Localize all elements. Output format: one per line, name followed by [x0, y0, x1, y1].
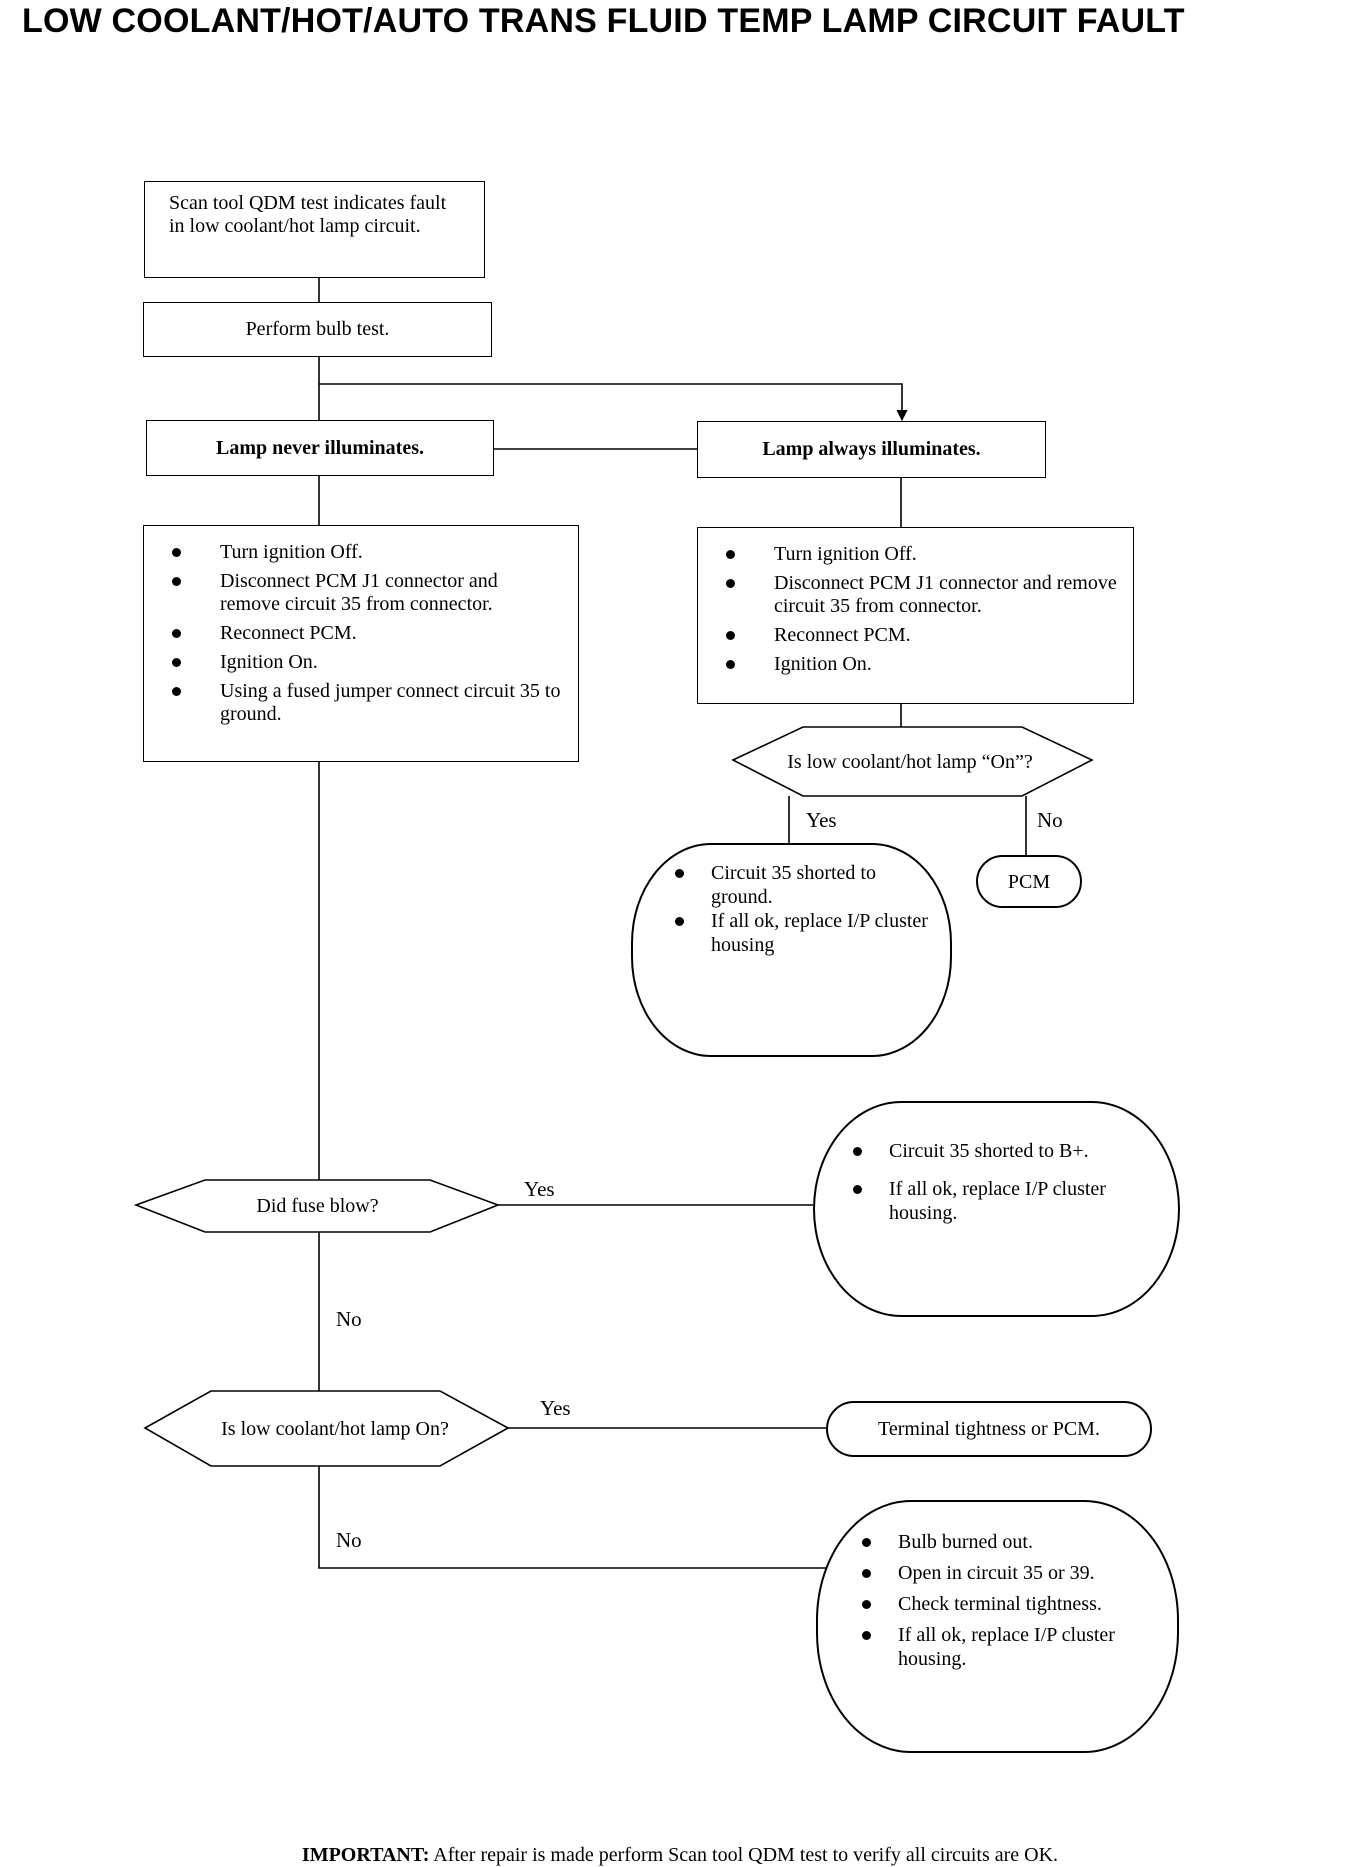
important-label: IMPORTANT:	[301, 1844, 430, 1866]
never-steps-list: Turn ignition Off. Disconnect PCM J1 con…	[144, 541, 562, 726]
important-text: After repair is made perform Scan tool Q…	[433, 1844, 1059, 1866]
never-step: Turn ignition Off.	[144, 541, 562, 564]
result-bulb-burned-out: Bulb burned out. Open in circuit 35 or 3…	[816, 1500, 1179, 1753]
bulb-test-text: Perform bulb test.	[245, 318, 390, 340]
result-terminal-tightness: Terminal tightness or PCM.	[826, 1401, 1152, 1457]
result-item: Bulb burned out.	[858, 1530, 1159, 1554]
always-illuminates-text: Lamp always illuminates.	[762, 438, 981, 460]
never-step: Using a fused jumper connect circuit 35 …	[144, 680, 562, 726]
result-pcm: PCM	[976, 855, 1082, 908]
never-steps-box: Turn ignition Off. Disconnect PCM J1 con…	[143, 525, 579, 762]
never-step: Reconnect PCM.	[144, 622, 562, 645]
decision-lamp-on-shape	[143, 1390, 510, 1467]
connector-lamp-no	[318, 1466, 836, 1569]
never-illuminates-box: Lamp never illuminates.	[146, 420, 494, 476]
result-item: Circuit 35 shorted to B+.	[849, 1139, 1158, 1163]
important-note: IMPORTANT: After repair is made perform …	[0, 1844, 1360, 1867]
never-step: Ignition On.	[144, 651, 562, 674]
result-item: Open in circuit 35 or 39.	[858, 1561, 1159, 1585]
result-item: If all ok, replace I/P cluster housing.	[849, 1177, 1159, 1225]
result-item: Circuit 35 shorted to ground.	[671, 861, 891, 909]
never-step: Disconnect PCM J1 connector and remove c…	[144, 570, 562, 616]
decision-lamp-on-quote-text: Is low coolant/hot lamp “On”?	[787, 750, 1033, 773]
always-steps-list: Turn ignition Off. Disconnect PCM J1 con…	[698, 543, 1117, 676]
start-box-text: Scan tool QDM test indicates fault in lo…	[169, 192, 447, 237]
label-yes-upper: Yes	[806, 808, 837, 832]
always-step: Turn ignition Off.	[698, 543, 1117, 566]
always-steps-box: Turn ignition Off. Disconnect PCM J1 con…	[697, 527, 1134, 704]
label-no-lamp: No	[336, 1528, 362, 1552]
result-shorted-ground: Circuit 35 shorted to ground. If all ok,…	[631, 843, 952, 1057]
always-step: Disconnect PCM J1 connector and remove c…	[698, 572, 1117, 618]
decision-lamp-on-text: Is low coolant/hot lamp On?	[221, 1417, 449, 1440]
result-item: Check terminal tightness.	[858, 1592, 1159, 1616]
label-yes-fuse: Yes	[524, 1177, 555, 1201]
result-shorted-b-plus: Circuit 35 shorted to B+. If all ok, rep…	[813, 1101, 1180, 1317]
decision-lamp-on-quote-shape	[731, 726, 1094, 797]
decision-fuse-text: Did fuse blow?	[256, 1194, 379, 1217]
label-no-fuse: No	[336, 1307, 362, 1331]
label-yes-lamp: Yes	[540, 1396, 571, 1420]
decision-fuse-shape	[133, 1179, 501, 1233]
start-box: Scan tool QDM test indicates fault in lo…	[144, 181, 485, 278]
bulb-test-box: Perform bulb test.	[143, 302, 492, 357]
label-no-upper: No	[1037, 808, 1063, 832]
result-item: If all ok, replace I/P cluster housing.	[858, 1623, 1168, 1671]
result-item: If all ok, replace I/P cluster housing	[671, 909, 951, 957]
connector-bulb-to-always	[319, 383, 908, 422]
always-step: Reconnect PCM.	[698, 624, 1117, 647]
page-title: LOW COOLANT/HOT/AUTO TRANS FLUID TEMP LA…	[22, 2, 1185, 40]
always-step: Ignition On.	[698, 653, 1117, 676]
never-illuminates-text: Lamp never illuminates.	[216, 436, 424, 459]
always-illuminates-box: Lamp always illuminates.	[697, 421, 1046, 478]
